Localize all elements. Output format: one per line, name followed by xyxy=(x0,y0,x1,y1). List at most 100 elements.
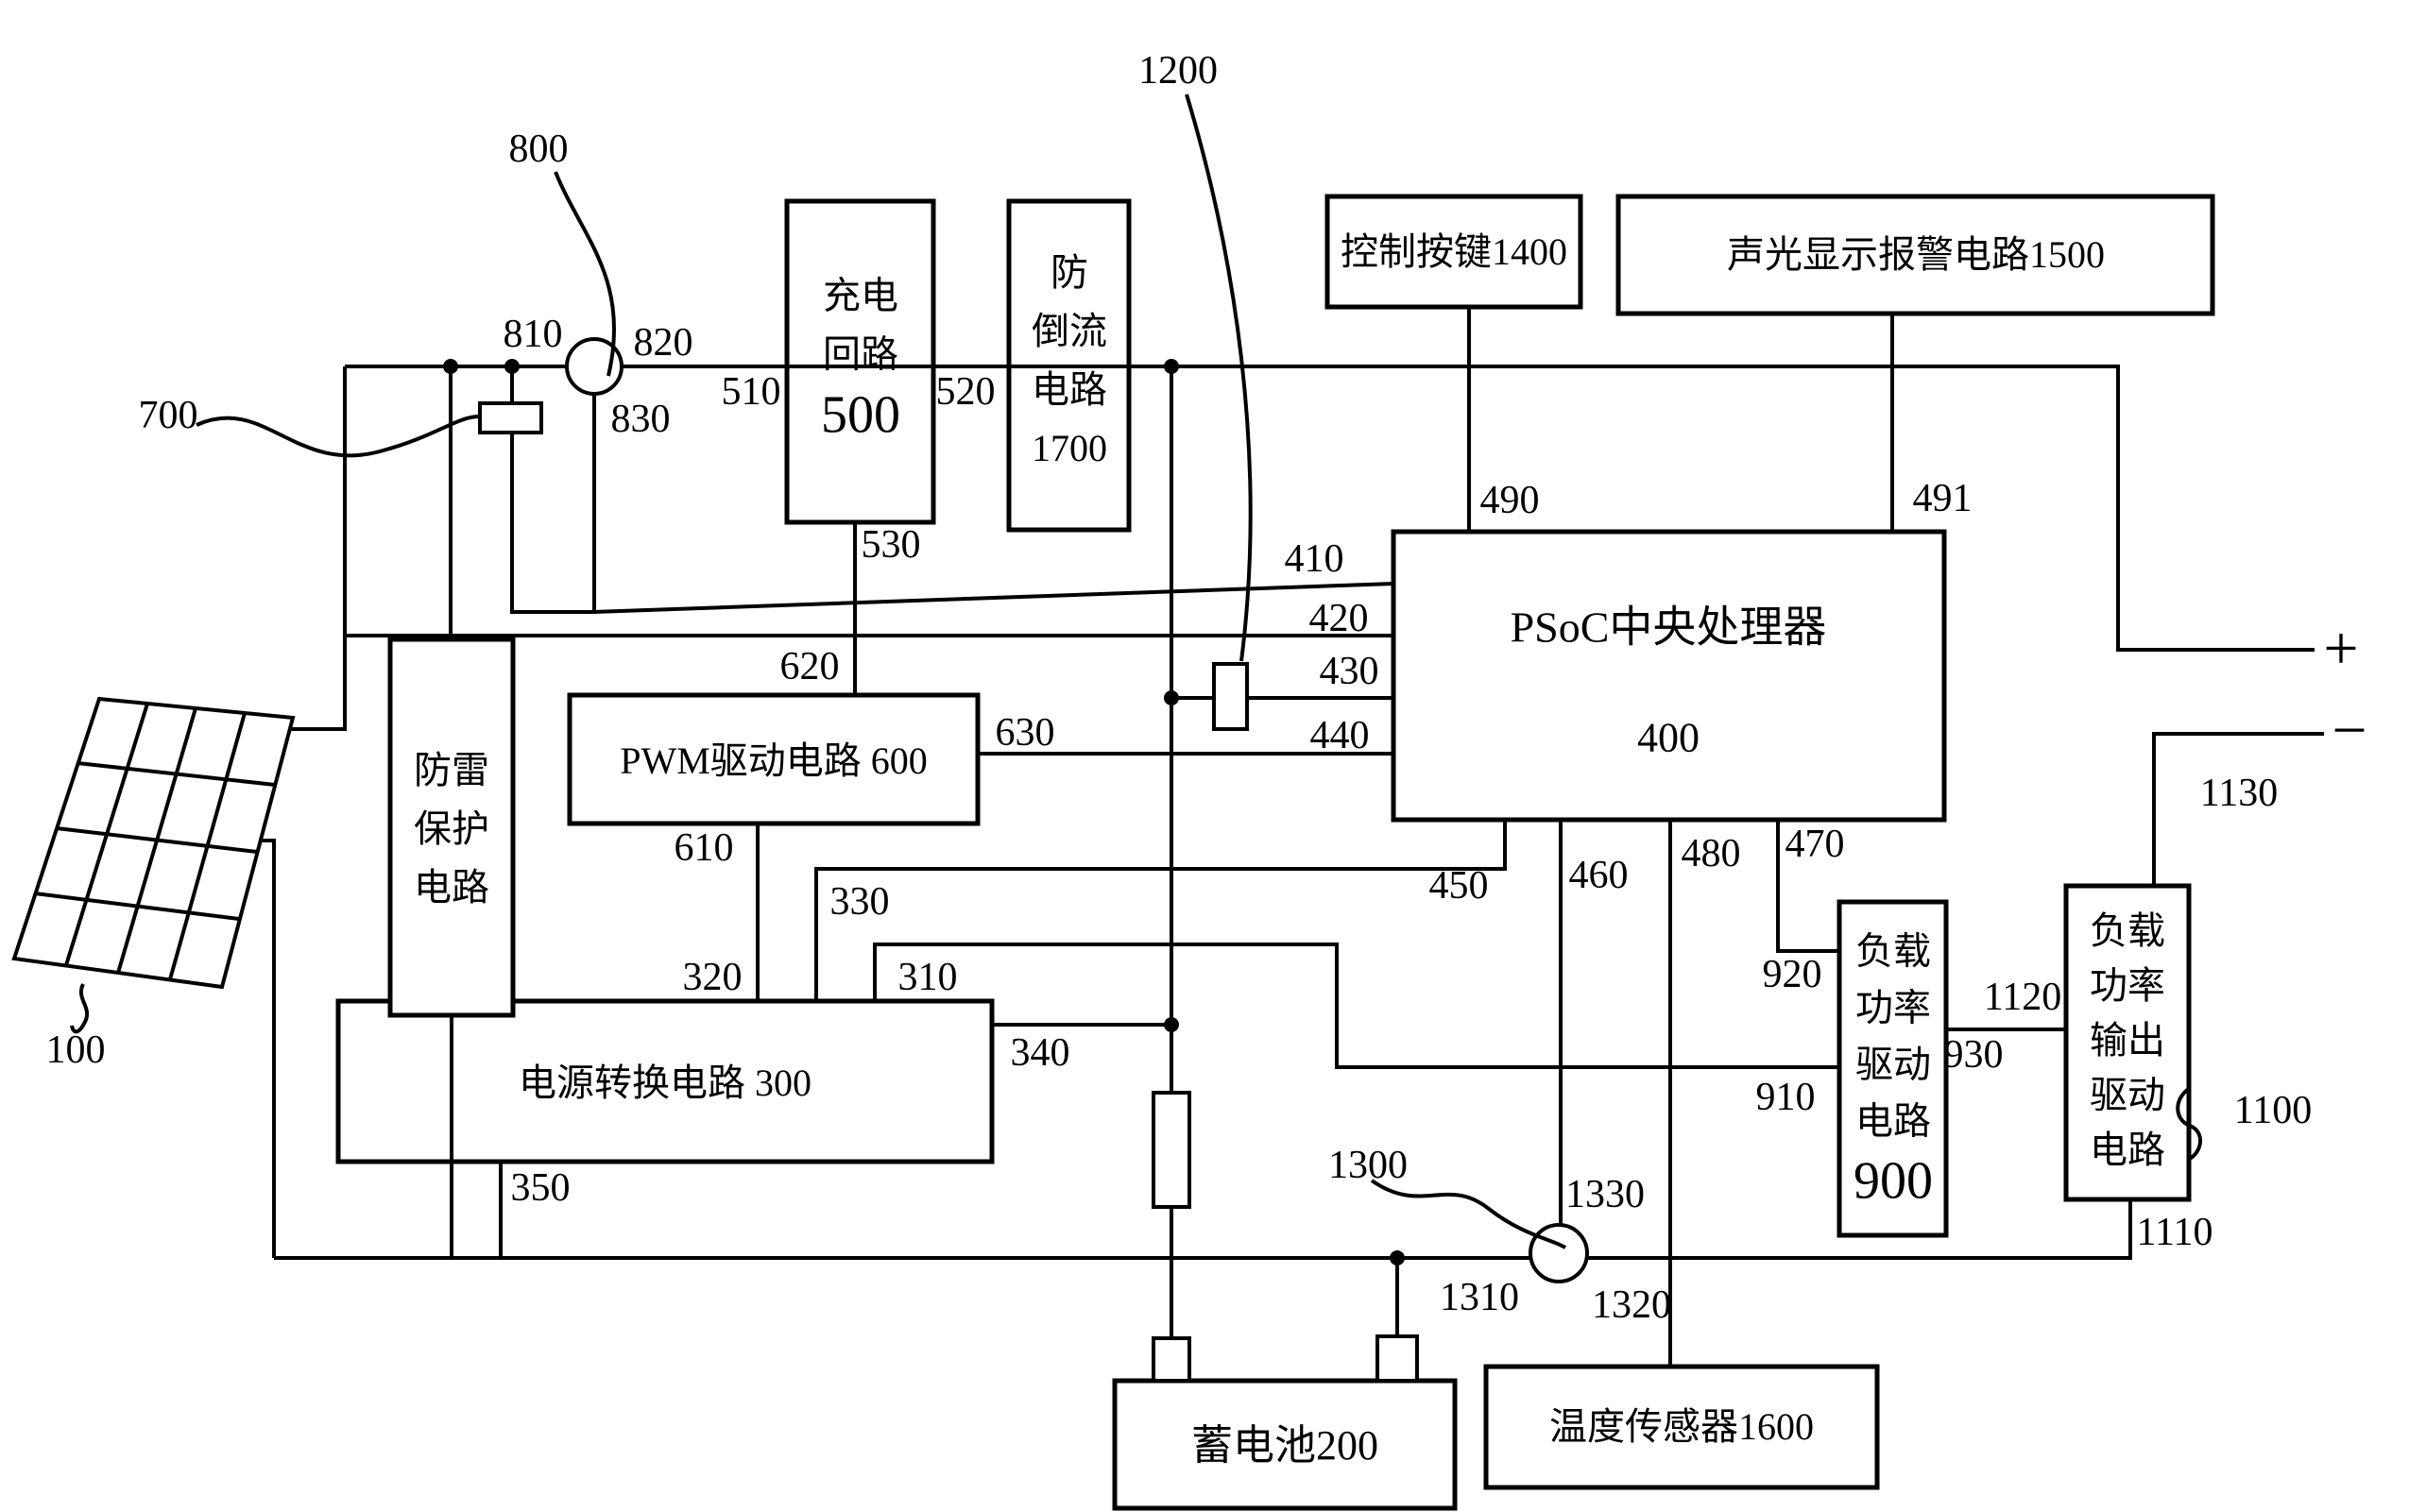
squiggle-1100 xyxy=(2176,1086,2202,1162)
solar-panel-grid-rows xyxy=(34,761,276,921)
ref-label-620: 620 xyxy=(779,645,840,688)
junction-dot xyxy=(1164,359,1179,374)
anti-backflow-line: 倒流 xyxy=(1032,310,1107,352)
leader-1300 xyxy=(1370,1179,1567,1249)
ref-label-700: 700 xyxy=(138,394,198,437)
ref-label-530: 530 xyxy=(861,523,921,567)
battery-label: 蓄电池200 xyxy=(1191,1414,1378,1478)
ref-label-1200: 1200 xyxy=(1138,49,1218,93)
temp-sensor-box xyxy=(1483,1364,1880,1490)
load-output-driver-label: 负载 功率 输出 驱动 电路 xyxy=(2090,904,2165,1178)
battery-box xyxy=(1112,1378,1458,1511)
ref-label-1110: 1110 xyxy=(2136,1211,2213,1254)
load-driver-line: 电路 xyxy=(1855,1099,1931,1143)
lightning-line: 保护 xyxy=(414,807,489,850)
battery-text: 蓄电池200 xyxy=(1191,1421,1378,1469)
charging-line: 充电 xyxy=(823,274,898,317)
power-conversion-label: 电源转换电路 300 xyxy=(519,1054,812,1113)
ref-label-1300: 1300 xyxy=(1328,1144,1408,1187)
load-driver-line: 驱动 xyxy=(1855,1043,1931,1086)
pwm-driver-label: PWM驱动电路 600 xyxy=(620,732,928,790)
load-driver-line: 功率 xyxy=(1855,986,1931,1029)
junction-dot xyxy=(1164,690,1179,705)
power-conversion-box xyxy=(335,998,995,1164)
anti-backflow-label: 防 倒流 电路 1700 xyxy=(1032,244,1107,478)
psoc-label: PSoC中央处理器 400 xyxy=(1511,593,1827,770)
ref-label-450: 450 xyxy=(1428,864,1489,908)
ref-label-930: 930 xyxy=(1943,1033,2004,1077)
ref-label-1310: 1310 xyxy=(1440,1276,1519,1319)
ref-label-320: 320 xyxy=(682,956,743,999)
ref-label-440: 440 xyxy=(1309,714,1370,757)
ref-label-1100: 1100 xyxy=(2233,1089,2313,1132)
control-buttons-text: 控制按键1400 xyxy=(1341,230,1567,273)
leader-100 xyxy=(70,983,89,1034)
ref-label-910: 910 xyxy=(1755,1076,1816,1119)
wires xyxy=(261,307,2324,1367)
anti-backflow-line: 防 xyxy=(1051,251,1088,294)
leader-lines xyxy=(70,93,2202,1249)
power-conversion-text: 电源转换电路 300 xyxy=(519,1062,812,1104)
junction-dot xyxy=(1164,1017,1179,1032)
ref-label-1320: 1320 xyxy=(1592,1283,1671,1327)
ref-label-820: 820 xyxy=(633,321,693,365)
ref-label-480: 480 xyxy=(1681,832,1741,875)
load-output-driver-box xyxy=(2063,883,2192,1202)
plus-terminal: + xyxy=(2323,614,2359,683)
load-output-line: 负载 xyxy=(2090,909,2165,952)
alarm-display-label: 声光显示报警电路1500 xyxy=(1727,226,2105,284)
anti-backflow-ref: 1700 xyxy=(1032,427,1107,469)
ref-label-830: 830 xyxy=(610,398,671,441)
load-driver-ref: 900 xyxy=(1854,1151,1933,1211)
charging-circuit-box xyxy=(784,198,936,525)
ref-label-1120: 1120 xyxy=(1983,976,2062,1019)
components xyxy=(478,337,1589,1383)
junction-dot xyxy=(1390,1250,1405,1266)
ref-label-420: 420 xyxy=(1308,597,1369,640)
wire-410 xyxy=(593,582,1394,614)
ref-label-310: 310 xyxy=(897,956,958,999)
wire-minus-1130 xyxy=(2152,732,2324,886)
ref-label-410: 410 xyxy=(1284,537,1344,581)
battery-terminal-right xyxy=(1375,1334,1419,1383)
junction-dot xyxy=(504,359,520,374)
alarm-display-box xyxy=(1615,194,2215,316)
block-outlines xyxy=(335,194,2215,1511)
leader-800 xyxy=(554,171,617,377)
ref-label-810: 810 xyxy=(503,313,563,356)
wire-450-330 xyxy=(814,820,1507,1001)
ref-label-350: 350 xyxy=(510,1166,571,1210)
ref-label-520: 520 xyxy=(935,370,996,414)
temp-sensor-text: 温度传感器1600 xyxy=(1549,1405,1814,1448)
junction-dot xyxy=(443,359,458,374)
charging-circuit-label: 充电 回路 500 xyxy=(821,266,900,447)
psoc-ref: 400 xyxy=(1636,714,1700,761)
wire-470-920 xyxy=(1776,820,1839,953)
psoc-box xyxy=(1391,529,1947,823)
anti-backflow-line: 电路 xyxy=(1032,368,1107,411)
relay-component-810 xyxy=(478,401,543,434)
load-output-line: 功率 xyxy=(2090,964,2165,1007)
ref-label-100: 100 xyxy=(45,1028,106,1072)
pwm-driver-box xyxy=(567,692,981,826)
load-output-line: 输出 xyxy=(2090,1019,2165,1062)
resistor-symbol xyxy=(1152,1091,1191,1209)
ref-label-470: 470 xyxy=(1785,823,1845,866)
control-buttons-box xyxy=(1324,194,1583,310)
solar-panel xyxy=(11,696,296,990)
ammeter-circle-820 xyxy=(565,337,624,396)
leader-700 xyxy=(196,415,479,458)
charging-line: 回路 xyxy=(823,332,898,376)
wire-panel-positive-riser xyxy=(290,366,347,731)
ref-label-610: 610 xyxy=(674,826,734,870)
ref-label-630: 630 xyxy=(995,711,1055,755)
load-output-line: 电路 xyxy=(2090,1129,2165,1171)
ref-label-490: 490 xyxy=(1479,479,1540,522)
leader-1200 xyxy=(1185,93,1253,662)
ref-label-430: 430 xyxy=(1319,650,1379,693)
lightning-protection-box xyxy=(387,637,516,1018)
pwm-driver-text: PWM驱动电路 600 xyxy=(620,739,928,782)
ref-label-1130: 1130 xyxy=(2199,772,2279,815)
